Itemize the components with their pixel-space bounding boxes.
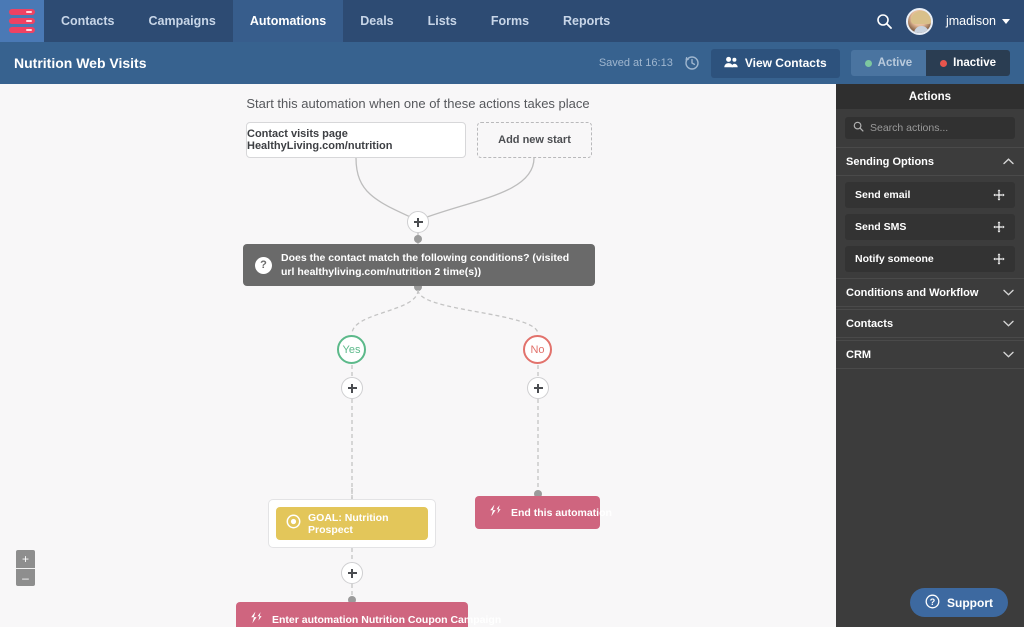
inactive-status-dot [940, 59, 948, 67]
automation-bolt-icon [488, 504, 503, 522]
goal-block[interactable]: GOAL: Nutrition Prospect [276, 507, 428, 540]
status-toggle-inactive[interactable]: Inactive [926, 50, 1010, 76]
add-step-plus-no[interactable] [527, 377, 549, 399]
nav-item-campaigns[interactable]: Campaigns [148, 14, 216, 28]
status-toggle-active[interactable]: Active [850, 50, 927, 76]
zoom-out-button[interactable]: – [16, 568, 35, 586]
user-menu[interactable]: jmadison [946, 14, 1010, 28]
search-actions-field[interactable] [845, 117, 1015, 139]
nav-item-contacts[interactable]: Contacts [61, 14, 115, 28]
branch-no[interactable]: No [523, 335, 552, 364]
question-circle-icon: ? [925, 594, 940, 612]
sending-options-label: Sending Options [846, 155, 934, 168]
nav-item-deals[interactable]: Deals [360, 14, 394, 28]
chevron-down-icon [1003, 318, 1014, 330]
sidebar-section-crm[interactable]: CRM [836, 340, 1024, 369]
action-item-send-sms[interactable]: Send SMS [845, 214, 1015, 240]
send-email-label: Send email [855, 189, 911, 201]
actions-sidebar: Actions Sending Options Send email [836, 84, 1024, 627]
chevron-up-icon [1003, 156, 1014, 168]
search-actions-input[interactable] [870, 122, 1007, 134]
add-step-plus-button[interactable] [407, 211, 429, 233]
chevron-down-icon [1003, 349, 1014, 361]
top-navigation-bar: Contacts Campaigns Automations Deals Lis… [0, 0, 1024, 42]
conditions-workflow-label: Conditions and Workflow [846, 286, 979, 299]
end-automation-label: End this automation [511, 506, 612, 519]
notify-someone-label: Notify someone [855, 253, 934, 265]
sidebar-search-container [836, 109, 1024, 147]
enter-automation-block[interactable]: Enter automation Nutrition Coupon Campai… [236, 602, 501, 627]
history-clock-icon[interactable] [684, 55, 700, 71]
zoom-in-button[interactable]: + [16, 550, 35, 568]
avatar[interactable] [905, 7, 933, 35]
question-mark-icon: ? [255, 256, 272, 274]
add-step-plus-yes[interactable] [341, 377, 363, 399]
automation-bolt-icon [249, 611, 264, 627]
chevron-down-icon [1002, 18, 1010, 24]
drag-handle-icon[interactable] [993, 221, 1005, 233]
subheader-actions: Saved at 16:13 View Contacts [598, 48, 1010, 78]
drag-handle-icon[interactable] [993, 253, 1005, 265]
sidebar-section-conditions-and-workflow[interactable]: Conditions and Workflow [836, 278, 1024, 307]
canvas-zoom-controls: + – [16, 550, 35, 586]
target-icon [286, 514, 301, 534]
end-automation-block[interactable]: End this automation [475, 496, 612, 529]
support-button[interactable]: ? Support [910, 588, 1008, 617]
app-logo-icon[interactable] [0, 0, 44, 42]
chevron-down-icon [1003, 287, 1014, 299]
saved-status-text: Saved at 16:13 [598, 57, 673, 69]
username-label: jmadison [945, 14, 996, 28]
nav-item-lists[interactable]: Lists [427, 14, 457, 28]
start-trigger-block[interactable]: Contact visits page HealthyLiving.com/nu… [246, 122, 466, 158]
add-new-start-button[interactable]: Add new start [477, 122, 592, 158]
page-title: Nutrition Web Visits [14, 55, 147, 71]
contacts-section-label: Contacts [846, 317, 894, 330]
nav-right-group: jmadison [876, 0, 1024, 42]
nav-item-forms[interactable]: Forms [490, 14, 530, 28]
condition-block[interactable]: ? Does the contact match the following c… [243, 244, 595, 286]
add-step-plus-goal[interactable] [341, 562, 363, 584]
people-icon [724, 56, 738, 71]
enter-automation-label: Enter automation Nutrition Coupon Campai… [272, 613, 502, 626]
sidebar-section-contacts[interactable]: Contacts [836, 309, 1024, 338]
branch-yes[interactable]: Yes [337, 335, 366, 364]
goal-block-container: GOAL: Nutrition Prospect [268, 499, 436, 548]
main-nav-items: Contacts Campaigns Automations Deals Lis… [44, 0, 627, 42]
nav-item-reports[interactable]: Reports [563, 14, 611, 28]
nav-item-automations[interactable]: Automations [232, 0, 344, 42]
active-status-dot [864, 59, 872, 67]
start-caption: Start this automation when one of these … [246, 96, 590, 111]
view-contacts-button[interactable]: View Contacts [710, 48, 840, 78]
sidebar-section-sending-options[interactable]: Sending Options [836, 147, 1024, 176]
automation-subheader: Nutrition Web Visits Saved at 16:13 [0, 42, 1024, 84]
goal-label: GOAL: Nutrition Prospect [308, 511, 389, 536]
view-contacts-label: View Contacts [744, 56, 827, 70]
automation-canvas[interactable]: Start this automation when one of these … [0, 84, 836, 627]
svg-text:?: ? [930, 597, 936, 607]
status-toggle-group: Active Inactive [850, 50, 1010, 76]
action-item-send-email[interactable]: Send email [845, 182, 1015, 208]
drag-handle-icon[interactable] [993, 189, 1005, 201]
search-icon [853, 119, 864, 137]
condition-label: Does the contact match the following con… [281, 251, 570, 278]
active-label: Active [877, 57, 913, 69]
support-label: Support [947, 595, 993, 610]
crm-section-label: CRM [846, 348, 872, 361]
send-sms-label: Send SMS [855, 221, 907, 233]
inactive-label: Inactive [953, 57, 996, 69]
action-item-notify-someone[interactable]: Notify someone [845, 246, 1015, 272]
search-icon[interactable] [876, 13, 893, 30]
sidebar-title: Actions [836, 84, 1024, 109]
